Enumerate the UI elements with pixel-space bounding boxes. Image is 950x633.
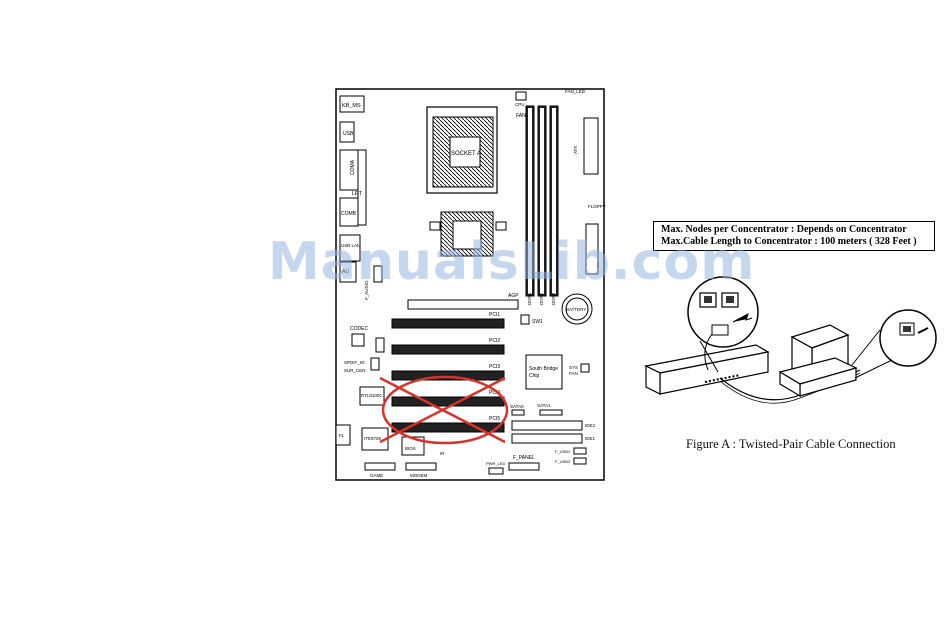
f-usb2-label: F_USB2 xyxy=(555,459,571,464)
fan-label: FAN xyxy=(516,113,526,119)
max-nodes-text: Max. Nodes per Concentrator : Depends on… xyxy=(661,224,907,235)
ide1-label: IDE1 xyxy=(585,436,596,441)
specs-box: Max. Nodes per Concentrator : Depends on… xyxy=(653,221,935,251)
ddr2-label: DDR2 xyxy=(539,292,544,305)
codec-label: CODEC xyxy=(350,326,368,332)
lpt-label: LPT xyxy=(352,191,363,197)
game-label: GAME xyxy=(370,473,383,478)
f-panel-label: F_PANEL xyxy=(513,455,535,461)
atx-label: ATX xyxy=(573,146,578,154)
ddr1-label: DDR1 xyxy=(527,292,532,305)
sata0-label: SATA0 xyxy=(510,404,524,409)
modem-label: MODEM xyxy=(410,473,428,478)
sw1-label: SW1 xyxy=(532,319,543,325)
ite-label: ITE8705 xyxy=(364,436,382,441)
pci3-label: PCI3 xyxy=(489,364,500,370)
fl-label: FL xyxy=(339,433,345,438)
audio-label: AU xyxy=(342,269,349,275)
pc-port-zoom-circle xyxy=(879,309,937,367)
ide2-label: IDE2 xyxy=(585,423,596,428)
bios-label: BIOS xyxy=(405,446,416,451)
ddr3-label: DDR3 xyxy=(551,292,556,305)
max-cable-length-text: Max.Cable Length to Concentrator : 100 m… xyxy=(661,236,917,247)
sur-cen-label: SUR_CEN xyxy=(344,368,366,373)
rtl-label: RTL8100C xyxy=(361,393,383,398)
pci4-label: PCI4 xyxy=(489,390,500,396)
cross-line-2 xyxy=(379,376,506,444)
fan-cpu-label: CPU xyxy=(515,102,525,107)
usb-label: USB xyxy=(343,131,354,137)
f-audio-label: F_AUDIO xyxy=(364,280,369,300)
pci2-label: PCI2 xyxy=(489,338,500,344)
sata1-label: SATA1 xyxy=(537,403,551,408)
battery-label: BATTERY xyxy=(566,307,586,312)
comb-label: COMB xyxy=(341,211,357,217)
figure-caption: Figure A : Twisted-Pair Cable Connection xyxy=(686,437,896,451)
floppy-label: FLOPPY xyxy=(588,204,606,209)
pci-highlight-ellipse xyxy=(381,375,509,445)
f-usb1-label: F_USB1 xyxy=(555,449,571,454)
pwr-led-label: PWR_LED xyxy=(486,461,505,466)
pci1-label: PCI1 xyxy=(489,312,500,318)
port-zoom-circle xyxy=(687,276,759,348)
agp-label: AGP xyxy=(508,293,519,299)
kb-ms-label: KB_MS xyxy=(342,103,361,109)
spdif-label: SPDIF_IO xyxy=(344,360,365,365)
coma-label: COMA xyxy=(350,159,356,175)
usb-lan-label: USB LAN xyxy=(341,243,360,248)
fan-led-label: FAN_LED xyxy=(565,89,586,94)
ir-label: IR xyxy=(440,451,445,456)
pci5-label: PCI5 xyxy=(489,416,500,422)
socket-label: SOCKET A xyxy=(451,151,481,157)
